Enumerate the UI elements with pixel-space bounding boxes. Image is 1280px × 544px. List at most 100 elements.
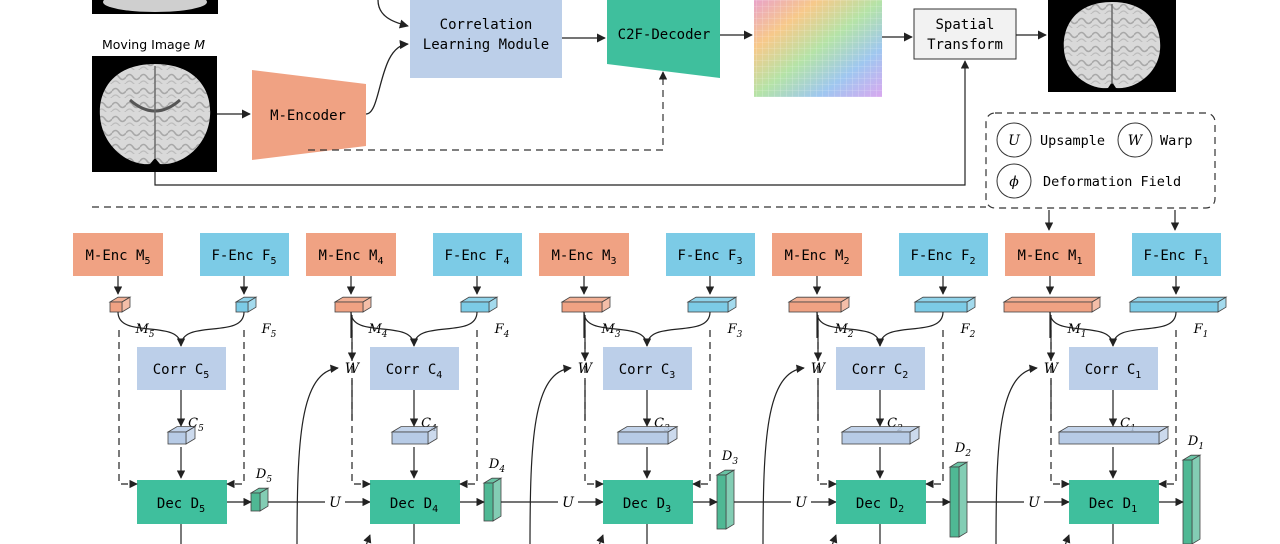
m-feature-2	[787, 296, 851, 313]
dec-label-5: Dec D5	[157, 496, 205, 515]
c2f-decoder-label: C2F-Decoder	[618, 27, 711, 43]
m-enc-label-1: M-Enc M1	[1017, 248, 1082, 267]
upsample-label-3: U	[795, 495, 808, 511]
moving-image-label: Moving Image M	[102, 37, 205, 52]
f-enc-label-1: F-Enc F1	[1143, 248, 1208, 267]
f-skip-2	[925, 330, 944, 489]
f-enc-box-3	[666, 233, 755, 276]
slab-front	[617, 431, 669, 445]
encoder-skip-connection	[308, 71, 668, 151]
dec-feature-label-2: D2	[954, 441, 971, 459]
next-level-diag-4	[596, 534, 605, 544]
corr-box-4	[370, 347, 459, 390]
f-skip-4	[459, 330, 478, 489]
legend-box	[985, 112, 1216, 209]
dec-feature-1	[1181, 454, 1202, 544]
dec-feature-2	[948, 461, 969, 538]
upsample-label-2: U	[1028, 495, 1041, 511]
dec-box-2	[836, 480, 926, 524]
f-enc-box-5	[200, 233, 289, 276]
corr-feature-2	[840, 425, 921, 445]
dec-feature-label-5: D5	[255, 467, 272, 485]
spatial-label-line2: Transform	[927, 37, 1003, 53]
corr-label-5: Corr C5	[153, 362, 210, 381]
m-enc-box-1	[1005, 233, 1095, 276]
f-skip-3	[692, 330, 711, 489]
f-feature-2	[913, 296, 977, 313]
slab-front	[167, 431, 187, 445]
upsample-label-4: U	[562, 495, 575, 511]
warp-label-1: W	[1044, 361, 1060, 377]
m-to-corr-arrow-4	[350, 311, 419, 347]
m-encoder: M-Encoder	[252, 70, 366, 160]
slab-front	[687, 301, 729, 313]
dec-feature-5	[249, 487, 270, 512]
m-feature-label-2: M2	[833, 322, 853, 340]
f-feature-4	[459, 296, 499, 313]
upsample-icon	[996, 122, 1032, 158]
deformation-field-symbol: ϕ	[1009, 174, 1019, 190]
slab-front	[483, 482, 494, 522]
corr-feature-1	[1057, 425, 1170, 445]
corr-feature-label-5: C5	[188, 416, 204, 434]
slab-front	[235, 301, 249, 313]
f-feature-label-3: F3	[727, 322, 743, 340]
slab-top	[1057, 426, 1170, 433]
warp-curve-4	[296, 364, 339, 544]
dec-box-1	[1069, 480, 1159, 524]
slab-front	[1182, 459, 1193, 544]
slab-front	[1003, 301, 1093, 313]
m-skip-5	[118, 330, 138, 489]
m-feature-label-4: M4	[367, 322, 387, 340]
dec-label-3: Dec D3	[623, 496, 671, 515]
f-feature-label-2: F2	[960, 322, 976, 340]
corr-label-2: Corr C2	[852, 362, 909, 381]
next-level-diag-2	[1062, 534, 1071, 544]
m-feature-3	[560, 296, 612, 313]
m-feature-4	[333, 296, 373, 313]
corr-label-4: Corr C4	[386, 362, 443, 381]
f-to-corr-arrow-1	[1112, 311, 1177, 347]
fixed-feature-arrow	[377, 0, 409, 29]
f-enc-label-4: F-Enc F4	[444, 248, 509, 267]
m-to-corr-arrow-1	[1049, 311, 1118, 347]
m-enc-box-5	[73, 233, 163, 276]
m-enc-label-3: M-Enc M3	[551, 248, 616, 267]
warp-curve-2	[762, 364, 805, 544]
f-skip-5	[226, 330, 245, 489]
m-skip-1	[1050, 330, 1070, 489]
fixed-image	[92, 0, 218, 14]
f-feature-5	[234, 296, 258, 313]
slab-front	[250, 492, 261, 512]
corr-feature-3	[616, 425, 679, 445]
corr-label-1: Corr C1	[1085, 362, 1142, 381]
warp-symbol: W	[1128, 133, 1144, 149]
m-feature-5	[108, 296, 132, 313]
slab-front	[1058, 431, 1160, 445]
dec-box-4	[370, 480, 460, 524]
slab-front	[949, 466, 960, 538]
spatial-label-line1: Spatial	[935, 17, 994, 33]
m-skip-2	[817, 330, 837, 489]
f-feature-label-4: F4	[494, 322, 510, 340]
slab-front	[914, 301, 968, 313]
f-enc-label-3: F-Enc F3	[677, 248, 742, 267]
slab-top	[913, 296, 977, 303]
upsample-label: Upsample	[1040, 133, 1105, 149]
slab-top	[1128, 296, 1228, 303]
slab-front	[1129, 301, 1219, 313]
dec-label-2: Dec D2	[856, 496, 904, 515]
slab-front	[109, 301, 123, 313]
f-enc-box-4	[433, 233, 522, 276]
correlation-learning-module: Correlation Learning Module	[410, 0, 562, 78]
dec-feature-4	[482, 477, 503, 522]
slab-front	[561, 301, 603, 313]
f-feature-3	[686, 296, 738, 313]
slab-front	[716, 474, 727, 530]
